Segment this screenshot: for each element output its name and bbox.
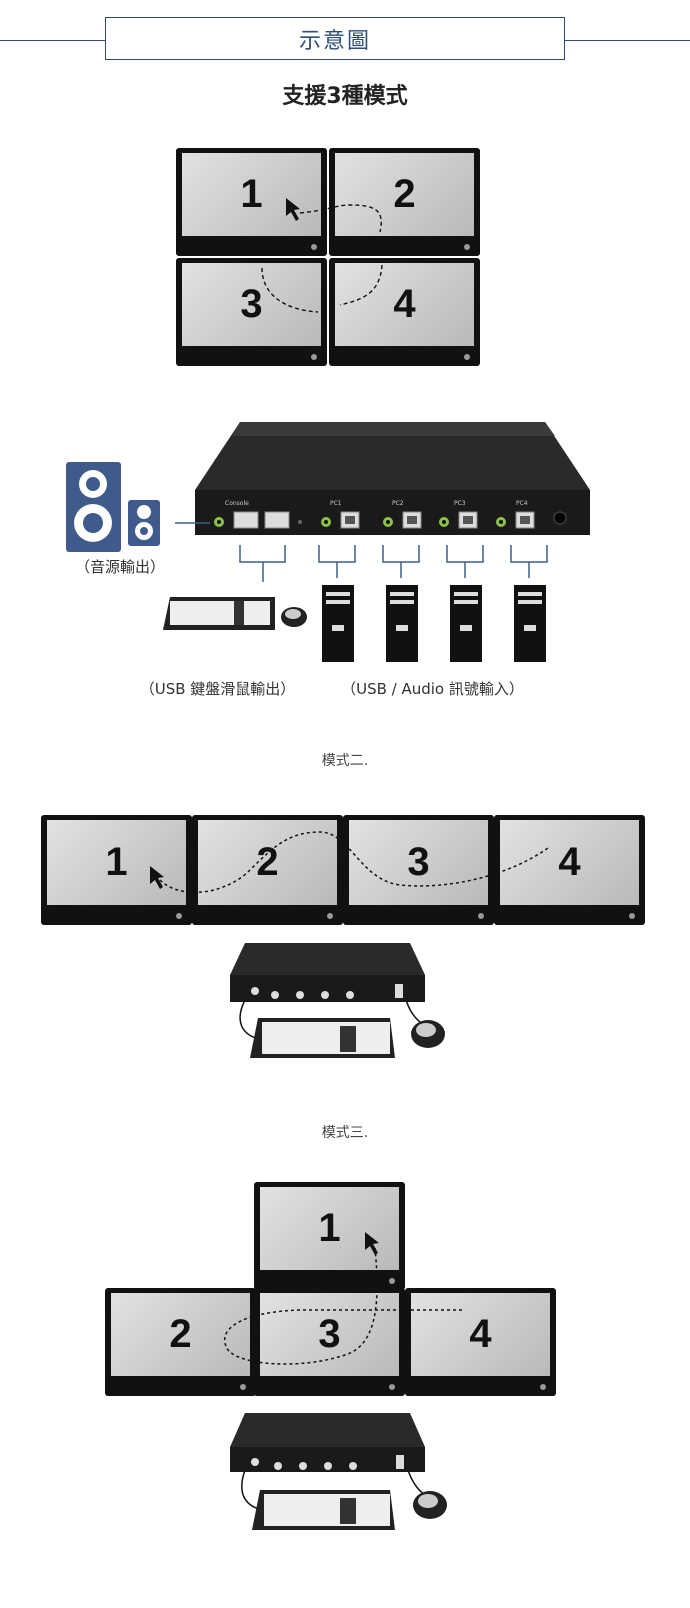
monitor-number: 4 <box>393 282 416 326</box>
mouse-path-mode2 <box>150 831 549 1058</box>
keyboard-icon <box>250 1018 395 1058</box>
speaker-small-icon <box>128 500 160 546</box>
keyboard-icon <box>163 597 275 630</box>
monitor-3: 3 <box>343 815 494 925</box>
usb-output-caption: （USB 鍵盤滑鼠輸出） <box>139 680 296 698</box>
monitor-number: 2 <box>393 172 416 216</box>
monitor-number: 1 <box>105 840 128 884</box>
header-rule-left <box>0 40 105 41</box>
monitor-number: 1 <box>318 1206 341 1250</box>
cursor-arrow-icon <box>286 198 300 221</box>
monitor-3: 3 <box>176 258 327 366</box>
page-subtitle: 支援3種模式 <box>282 84 408 109</box>
port-label-pc3: PC3 <box>454 500 466 507</box>
monitor-number: 2 <box>169 1312 192 1356</box>
mode3-label: 模式三. <box>321 1125 369 1141</box>
monitor-number: 3 <box>407 840 430 884</box>
kvm-switch-front-icon <box>230 1413 425 1472</box>
monitor-4: 4 <box>329 258 480 366</box>
cursor-arrow-icon <box>365 1232 379 1255</box>
speaker-large-icon <box>66 462 121 552</box>
monitor-2: 2 <box>105 1288 256 1396</box>
monitor-1: 1 <box>176 148 327 256</box>
monitor-2: 2 <box>192 815 343 925</box>
monitor-number: 3 <box>318 1312 341 1356</box>
port-label-pc4: PC4 <box>516 500 528 507</box>
monitor-number: 4 <box>469 1312 492 1356</box>
port-label-pc1: PC1 <box>330 500 342 507</box>
monitor-number: 3 <box>240 282 263 326</box>
kvm-ports <box>163 511 567 662</box>
monitor-1: 1 <box>41 815 192 925</box>
keyboard-icon <box>252 1490 395 1530</box>
monitor-number: 4 <box>558 840 581 884</box>
monitor-number: 1 <box>240 172 263 216</box>
audio-output-caption: （音源輸出） <box>74 558 165 576</box>
monitor-4: 4 <box>494 815 645 925</box>
kvm-switch-device <box>175 422 590 535</box>
cursor-arrow-icon <box>150 866 164 889</box>
mode2-label: 模式二. <box>321 753 369 769</box>
kvm-switch-front-icon <box>230 943 425 1002</box>
mouse-path-mode1 <box>261 198 383 313</box>
monitor-2: 2 <box>329 148 480 256</box>
monitor-number: 2 <box>256 840 279 884</box>
port-label-console: Console <box>225 500 249 507</box>
pc-input-caption: （USB / Audio 訊號輸入） <box>341 680 524 698</box>
monitor-4: 4 <box>405 1288 556 1396</box>
header-rule-right <box>565 40 690 41</box>
monitor-3: 3 <box>254 1288 405 1396</box>
port-label-pc2: PC2 <box>392 500 404 507</box>
page-title: 示意圖 <box>105 17 565 60</box>
